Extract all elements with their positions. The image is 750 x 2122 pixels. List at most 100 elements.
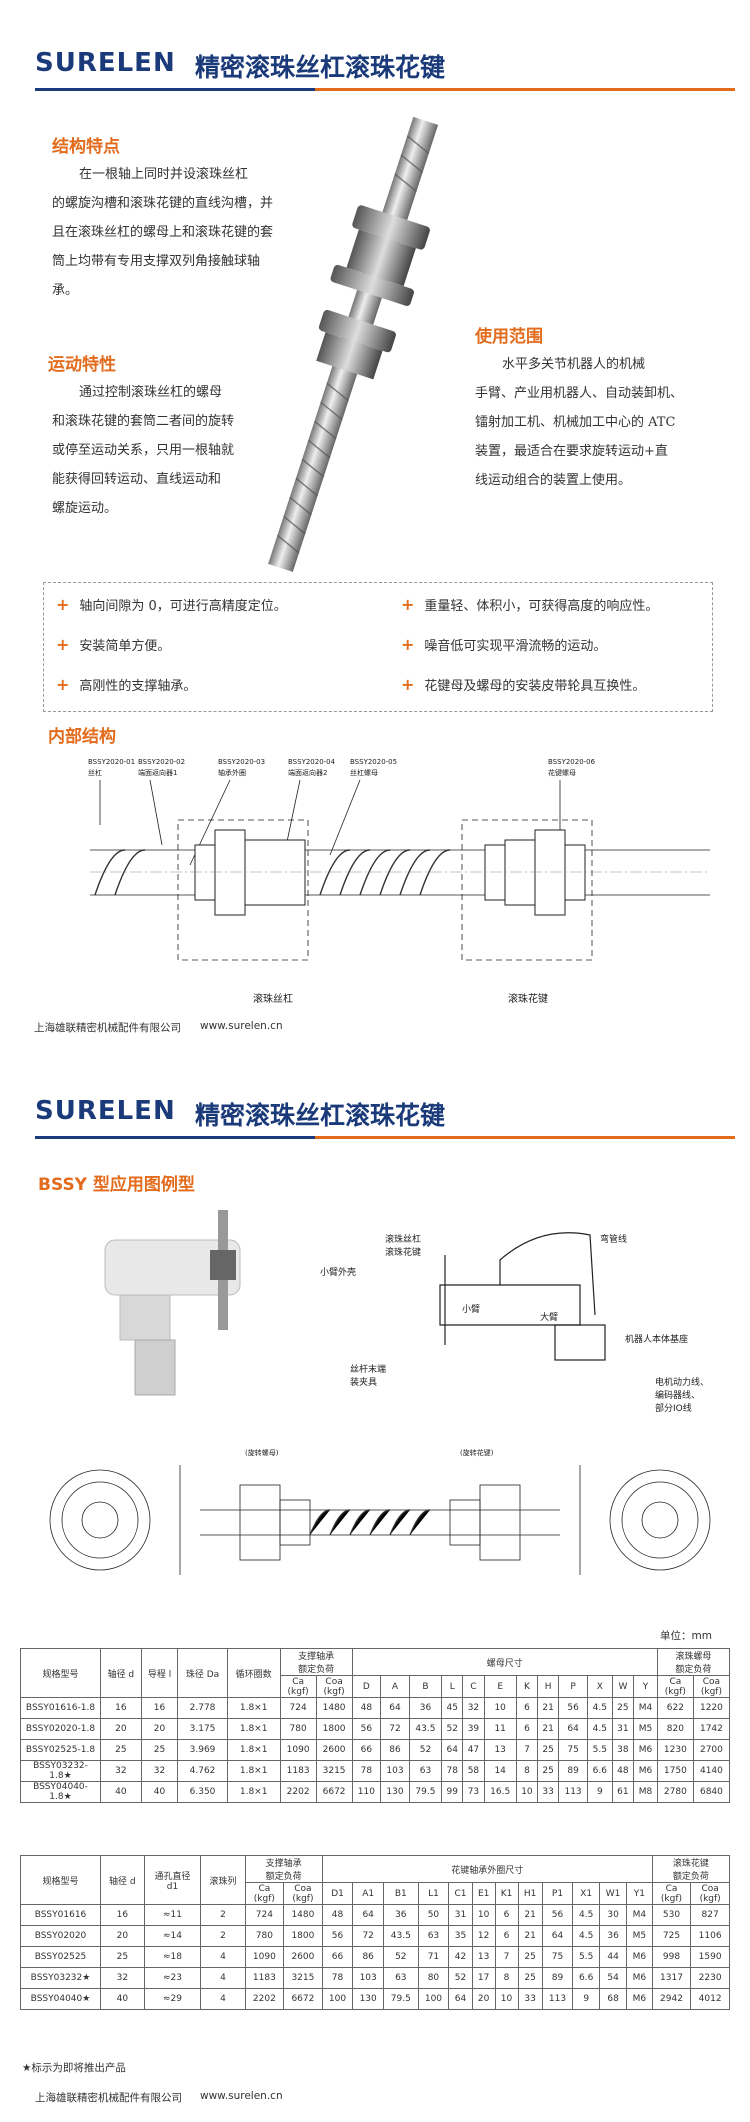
table-cell: 1.8×1 [226, 1781, 281, 1803]
table-cell: 86 [352, 1946, 384, 1968]
table-subheader: Coa (kgf) [690, 1882, 730, 1905]
table-cell: 44 [599, 1946, 628, 1968]
table-cell: BSSY03232-1.8★ [20, 1760, 101, 1782]
table-cell: 20 [140, 1718, 179, 1740]
table-cell: 20 [100, 1925, 145, 1947]
table-cell: 89 [558, 1760, 588, 1782]
table-subheader: B1 [383, 1882, 419, 1905]
label-bend-line: 弯管线 [600, 1235, 628, 1245]
table-cell: 6.350 [177, 1781, 228, 1803]
table-cell: 2600 [315, 1739, 353, 1761]
structure-text: 在一根轴上同时并设滚珠丝杠 的螺旋沟槽和滚珠花键的直线沟槽，并 且在滚珠丝杠的螺… [52, 167, 274, 298]
table-cell: 2.778 [177, 1697, 228, 1719]
table-cell: 64 [352, 1904, 384, 1926]
table-cell: M6 [626, 1946, 653, 1968]
table-cell: 40 [140, 1781, 179, 1803]
table-cell: 78 [441, 1760, 464, 1782]
table-cell: 5.5 [586, 1739, 613, 1761]
table-cell: 36 [383, 1904, 419, 1926]
table-cell: 52 [448, 1967, 473, 1989]
table-cell: 10 [471, 1904, 496, 1926]
brand-logo: SURELEN [35, 1096, 176, 1126]
table-cell: 3.175 [177, 1718, 228, 1740]
table-cell: 2780 [656, 1781, 694, 1803]
table-cell: 4.5 [586, 1718, 613, 1740]
feature-item: +花键母及螺母的安装皮带轮具互换性。 [401, 675, 646, 694]
table-cell: 21 [517, 1925, 543, 1947]
table-cell: 80 [417, 1967, 450, 1989]
table-cell: 43.5 [408, 1718, 443, 1740]
table-cell: 50 [417, 1904, 450, 1926]
table-cell: BSSY02020 [20, 1925, 101, 1947]
table-cell: 1.8×1 [226, 1760, 281, 1782]
note: ★标示为即将推出产品 [22, 2062, 126, 2074]
label-ball-spline: 滚珠花键 [508, 994, 548, 1005]
table-cell: 1.8×1 [226, 1739, 281, 1761]
table-subheader: Ca (kgf) [244, 1882, 285, 1905]
table-cell: BSSY01616-1.8 [20, 1697, 101, 1719]
table-cell: 530 [651, 1904, 692, 1926]
table-cell: 6 [515, 1697, 539, 1719]
table-cell: 75 [558, 1739, 588, 1761]
table-cell: 35 [448, 1925, 473, 1947]
table-cell: 2600 [283, 1946, 323, 1968]
plus-icon: + [56, 595, 70, 614]
table-cell: 17 [471, 1967, 496, 1989]
table-cell: 11 [483, 1718, 517, 1740]
table-subheader: X1 [572, 1882, 601, 1905]
table-subheader: Y1 [626, 1882, 653, 1905]
table-cell: 79.5 [408, 1781, 443, 1803]
table-cell: 1480 [315, 1697, 353, 1719]
product-photo [268, 116, 439, 572]
table-cell: 9 [572, 1988, 601, 2010]
part-name: 花键螺母 [548, 769, 576, 777]
table-cell: 52 [408, 1739, 443, 1761]
table-cell: 25 [537, 1739, 560, 1761]
table-cell: 1183 [279, 1760, 317, 1782]
table-cell: 13 [471, 1946, 496, 1968]
table-cell: 2 [200, 1904, 246, 1926]
table-cell: 39 [462, 1718, 485, 1740]
motion-title: 运动特性 [48, 355, 116, 375]
table-subheader: H [537, 1675, 560, 1698]
robot-schematic [439, 1232, 606, 1361]
table-cell: 113 [558, 1781, 588, 1803]
table-cell: 52 [383, 1946, 419, 1968]
table-cell: 4.762 [177, 1760, 228, 1782]
table-cell: 130 [380, 1781, 410, 1803]
part-code: BSSY2020-02 [138, 758, 186, 766]
table-cell: 10 [494, 1988, 519, 2010]
table-subheader: P [558, 1675, 588, 1698]
table-cell: 622 [656, 1697, 694, 1719]
table-cell: 110 [351, 1781, 382, 1803]
table-subheader: E [483, 1675, 517, 1698]
table-cell: 1800 [315, 1718, 353, 1740]
table-cell: 6.6 [572, 1967, 601, 1989]
table-cell: 1742 [692, 1718, 731, 1740]
table-cell: 1590 [690, 1946, 730, 1968]
table-cell: 40 [100, 1988, 145, 2010]
table-subheader: C [462, 1675, 485, 1698]
table-subheader: Coa (kgf) [315, 1675, 353, 1698]
table-cell: 9 [586, 1781, 613, 1803]
table-cell: 64 [541, 1925, 574, 1947]
table-cell: 63 [417, 1925, 450, 1947]
table-cell: 64 [448, 1988, 473, 2010]
table-cell: 4140 [692, 1760, 731, 1782]
table-subheader: X [586, 1675, 613, 1698]
page1-header: SURELEN 精密滚珠丝杠滚珠花键 [35, 40, 735, 100]
table-cell: 3215 [283, 1967, 323, 1989]
table-cell: 56 [321, 1925, 354, 1947]
plus-icon: + [401, 595, 415, 614]
table-subheader: Y [633, 1675, 658, 1698]
table-cell: 2202 [279, 1781, 317, 1803]
header-rule [35, 1136, 735, 1139]
internal-structure-drawing [90, 779, 710, 961]
part-code: BSSY2020-04 [288, 758, 336, 766]
table-cell: BSSY04040★ [20, 1988, 101, 2010]
table-subheader: D1 [321, 1882, 354, 1905]
table-subheader: Ca (kgf) [656, 1675, 694, 1698]
